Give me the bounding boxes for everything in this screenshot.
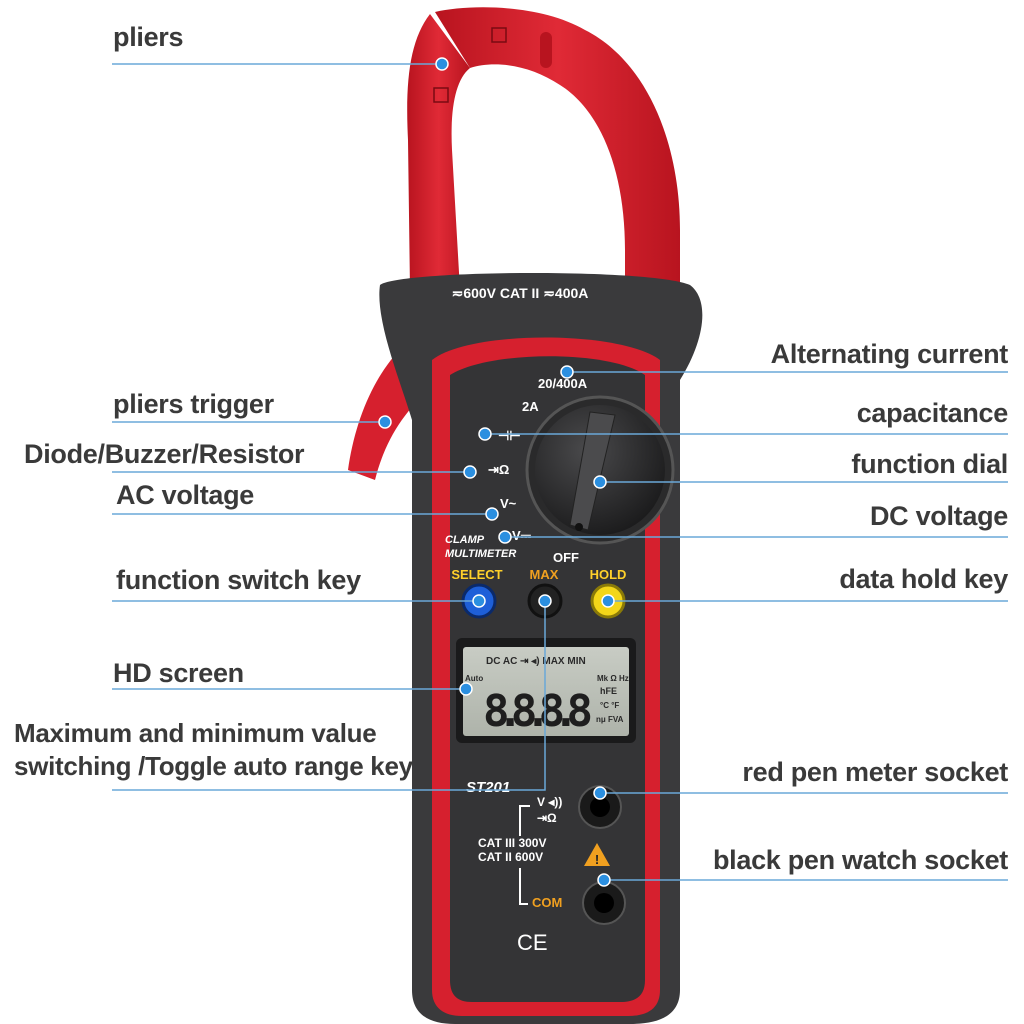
dial-label-ohm: ⇥Ω <box>488 462 509 477</box>
label-pliers-trigger: pliers trigger <box>113 389 274 419</box>
dot-dc-voltage <box>498 530 512 544</box>
lcd-auto: Auto <box>465 674 483 683</box>
cat-line-2: CAT II 600V <box>478 850 543 864</box>
dot-max-min <box>538 594 552 608</box>
label-function-dial: function dial <box>851 449 1008 479</box>
dot-hd-screen <box>459 682 473 696</box>
black-pen-socket[interactable] <box>582 881 626 925</box>
socket-bracket <box>519 805 530 905</box>
label-ac-voltage: AC voltage <box>116 480 255 510</box>
cat-line-1: CAT III 300V <box>478 836 546 850</box>
warning-icon: ! <box>584 843 610 867</box>
label-dc-voltage: DC voltage <box>869 501 1008 531</box>
label-function-switch-key: function switch key <box>116 565 361 595</box>
lcd-units-4: nμ FVA <box>596 715 624 724</box>
red-pen-socket[interactable] <box>578 785 622 829</box>
dot-capacitance <box>478 427 492 441</box>
label-pliers: pliers <box>113 22 184 52</box>
pliers-jaw <box>407 7 680 291</box>
max-label: MAX <box>530 567 559 582</box>
lcd-top-icons: DC AC ⇥ ◂) MAX MIN <box>486 656 586 667</box>
select-label: SELECT <box>451 567 502 582</box>
label-max-min-line1: Maximum and minimum value <box>14 718 377 748</box>
dot-black-socket <box>597 873 611 887</box>
dot-pliers-trigger <box>378 415 392 429</box>
rating-label: ≂600V CAT II ≂400A <box>452 285 589 301</box>
lcd-digits: 8.8.8.8 <box>483 686 593 737</box>
lcd-units-2: hFE <box>600 686 617 696</box>
dot-function-dial <box>593 475 607 489</box>
dot-diode <box>463 465 477 479</box>
dot-ac-voltage <box>485 507 499 521</box>
label-alternating-current: Alternating current <box>770 339 1009 369</box>
dial-label-v-dc: V⎓ <box>512 528 532 543</box>
dot-pliers <box>435 57 449 71</box>
lcd-screen: DC AC ⇥ ◂) MAX MIN Auto 8.8.8.8 Mk Ω Hz … <box>456 638 636 743</box>
pointer-dots <box>378 57 615 887</box>
dial-label-capacitance: ⊣⊢ <box>498 428 521 443</box>
leader-lines <box>112 63 1008 881</box>
label-red-pen-socket: red pen meter socket <box>742 757 1008 787</box>
dial-label-v-ac: V~ <box>500 496 517 511</box>
dial-label-off: OFF <box>553 550 579 565</box>
dial-position-labels: 20/400A 2A ⊣⊢ ⇥Ω V~ V⎓ OFF <box>488 376 588 565</box>
label-black-pen-socket: black pen watch socket <box>712 845 1008 875</box>
dial-label-2a: 2A <box>522 399 539 414</box>
label-data-hold-key: data hold key <box>839 564 1008 594</box>
button-labels: SELECT MAX HOLD <box>451 567 626 582</box>
leader-max-min <box>112 601 546 791</box>
branding-clamp: CLAMP <box>445 534 485 546</box>
dial-label-400a: 20/400A <box>538 376 588 391</box>
ce-mark: CE <box>517 930 548 955</box>
socket-label-ohm: ⇥Ω <box>537 811 557 825</box>
label-capacitance: capacitance <box>856 398 1009 428</box>
label-diode-buzzer-resistor: Diode/Buzzer/Resistor <box>24 439 305 469</box>
com-label: COM <box>532 895 562 910</box>
hold-label: HOLD <box>590 567 627 582</box>
branding-multimeter: MULTIMETER <box>445 548 516 560</box>
dot-alternating-current <box>560 365 574 379</box>
dot-function-switch <box>472 594 486 608</box>
label-max-min-line2: switching /Toggle auto range key <box>14 751 413 781</box>
dot-red-socket <box>593 786 607 800</box>
function-dial[interactable] <box>525 395 675 545</box>
lcd-units-3: °C °F <box>600 701 619 710</box>
socket-labels: V ◂)) ⇥Ω CAT III 300V CAT II 600V <box>478 795 562 864</box>
label-hd-screen: HD screen <box>113 658 244 688</box>
lcd-units-1: Mk Ω Hz <box>597 674 629 683</box>
model-label: ST201 <box>466 779 510 796</box>
socket-label-v: V ◂)) <box>537 795 562 809</box>
warning-mark: ! <box>595 852 599 867</box>
dot-data-hold <box>601 594 615 608</box>
branding: CLAMP MULTIMETER <box>445 534 516 560</box>
